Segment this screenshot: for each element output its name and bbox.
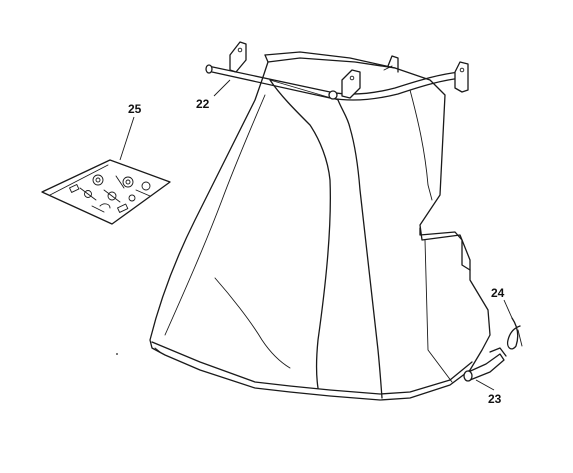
callout-25: 25: [128, 102, 142, 116]
stray-dot: [116, 353, 118, 355]
spring-clip: [506, 317, 523, 350]
leader-24: [503, 299, 513, 319]
leader-lines: [119, 79, 513, 391]
hardware-pack: [41, 159, 171, 225]
callout-22: 22: [196, 97, 210, 111]
leader-23: [475, 379, 495, 391]
callout-24: 24: [491, 286, 505, 300]
hinge-pin: [463, 347, 507, 382]
leader-22: [213, 79, 231, 97]
callout-23: 23: [488, 392, 502, 406]
handle-bar: [205, 41, 469, 101]
grass-bag: [149, 51, 491, 401]
leader-25: [119, 116, 135, 161]
